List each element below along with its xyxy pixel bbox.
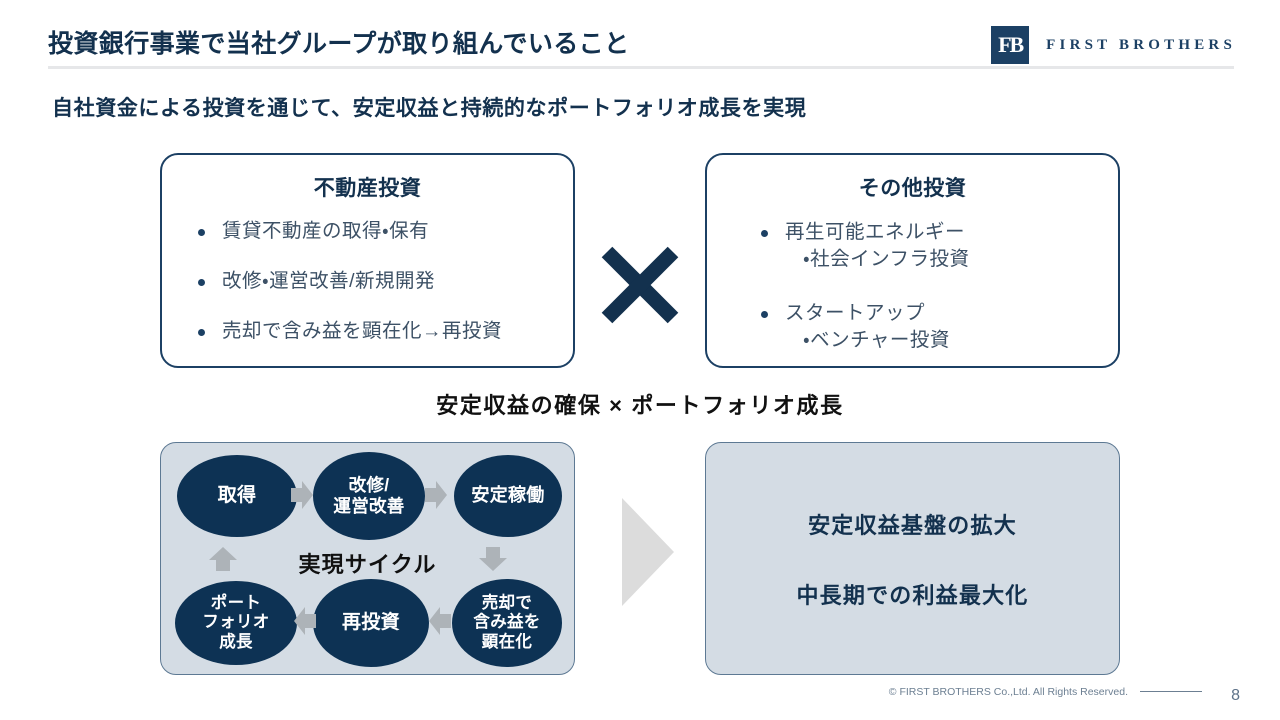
logo-wordmark: FIRST BROTHERS bbox=[1046, 36, 1236, 53]
outcome-line: 安定収益基盤の拡大 bbox=[808, 512, 1017, 538]
cycle-node-reinvestment: 再投資 bbox=[313, 579, 429, 667]
list-item-label: 改修・運営改善/新規開発 bbox=[222, 269, 436, 292]
outcome-panel: 安定収益基盤の拡大 中長期での利益最大化 bbox=[705, 442, 1120, 675]
list-item-label: 売却で含み益を顕在化→再投資 bbox=[222, 319, 503, 342]
arrow-down-icon bbox=[479, 547, 507, 571]
cycle-node-realize-gain: 売却で含み益を顕在化 bbox=[452, 579, 562, 667]
brand-logo: FB FIRST BROTHERS bbox=[991, 26, 1236, 64]
list-item: 賃貸不動産の取得・保有 bbox=[190, 218, 573, 245]
title-divider bbox=[48, 66, 1234, 69]
list-item: 売却で含み益を顕在化→再投資 bbox=[190, 318, 573, 345]
arrow-right-icon bbox=[291, 481, 313, 509]
box-title: その他投資 bbox=[858, 177, 967, 200]
cycle-label: 実現サイクル bbox=[298, 552, 437, 577]
list-item-label: 賃貸不動産の取得・保有 bbox=[222, 220, 430, 242]
cycle-node-stable-operation: 安定稼働 bbox=[454, 455, 562, 537]
page-title: 投資銀行事業で当社グループが取り組んでいること bbox=[48, 30, 630, 58]
list-item-sublabel: ・社会インフラ投資 bbox=[803, 247, 970, 270]
box-title: 不動産投資 bbox=[313, 177, 422, 200]
list-item-label: スタートアップ bbox=[785, 301, 926, 324]
real-estate-investment-box: 不動産投資 賃貸不動産の取得・保有 改修・運営改善/新規開発 売却で含み益を顕在… bbox=[160, 153, 575, 368]
multiply-icon bbox=[601, 246, 679, 324]
arrow-right-icon bbox=[425, 481, 447, 509]
logo-monogram: FB bbox=[998, 32, 1024, 57]
subtitle: 自社資金による投資を通じて、安定収益と持続的なポートフォリオ成長を実現 bbox=[52, 97, 807, 120]
logo-mark-icon: FB bbox=[991, 26, 1030, 64]
list-item-label: 再生可能エネルギー bbox=[785, 221, 966, 243]
arrow-left-icon bbox=[294, 607, 316, 635]
flow-arrow-icon bbox=[622, 498, 674, 606]
cycle-node-acquisition: 取得 bbox=[177, 455, 297, 537]
arrow-up-icon bbox=[209, 547, 237, 571]
middle-heading: 安定収益の確保 × ポートフォリオ成長 bbox=[436, 393, 844, 418]
outcome-line: 中長期での利益最大化 bbox=[796, 582, 1029, 608]
list-item: スタートアップ ・ベンチャー投資 bbox=[753, 300, 1118, 354]
footer-divider bbox=[1140, 690, 1202, 692]
other-investment-box: その他投資 再生可能エネルギー ・社会インフラ投資 スタートアップ ・ベンチャー… bbox=[705, 153, 1120, 368]
bullet-list: 賃貸不動産の取得・保有 改修・運営改善/新規開発 売却で含み益を顕在化→再投資 bbox=[162, 218, 573, 345]
list-item: 改修・運営改善/新規開発 bbox=[190, 268, 573, 295]
bullet-list: 再生可能エネルギー ・社会インフラ投資 スタートアップ ・ベンチャー投資 bbox=[707, 219, 1118, 354]
list-item-sublabel: ・ベンチャー投資 bbox=[803, 328, 950, 351]
realization-cycle-panel: 取得 改修/運営改善 安定稼働 ポートフォリオ成長 再投資 売却で含み益を顕在化… bbox=[160, 442, 575, 675]
cycle-node-renovation: 改修/運営改善 bbox=[313, 452, 425, 540]
cycle-node-portfolio-growth: ポートフォリオ成長 bbox=[175, 581, 297, 665]
arrow-left-icon bbox=[429, 607, 451, 635]
list-item: 再生可能エネルギー ・社会インフラ投資 bbox=[753, 219, 1118, 273]
copyright-text: © FIRST BROTHERS Co.,Ltd. All Rights Res… bbox=[888, 686, 1128, 698]
page-number: 8 bbox=[1231, 687, 1240, 704]
